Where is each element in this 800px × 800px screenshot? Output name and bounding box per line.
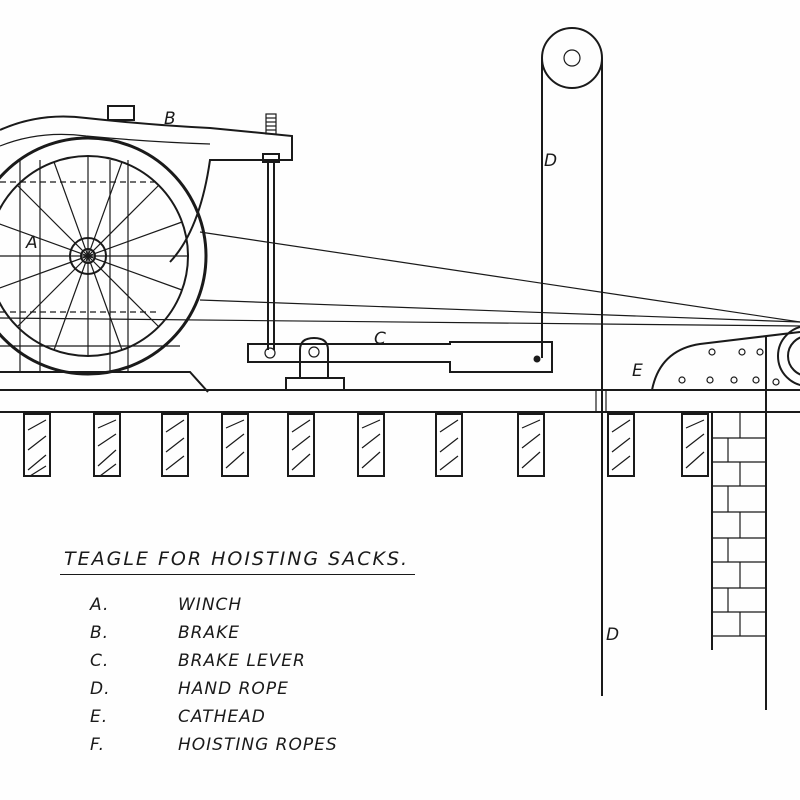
cathead-callout: E: [632, 361, 643, 381]
hand-rope-upper-callout: D: [544, 151, 557, 171]
brake-callout: B: [164, 109, 176, 129]
legend-item-key: F.: [90, 735, 105, 755]
legend-item-name: CATHEAD: [178, 707, 266, 727]
brake-lever-callout: C: [374, 329, 386, 349]
legend-item-name: HAND ROPE: [178, 679, 289, 699]
brick-wall: [711, 390, 767, 710]
hand-rope-lower-callout: D: [606, 625, 619, 645]
brake-lever: [247, 336, 553, 391]
floor: [0, 389, 800, 413]
legend-item: A. WINCH: [60, 591, 415, 619]
legend-items: A. WINCH B. BRAKE C. BRAKE LEVER D. HAND ROPE E.…: [60, 591, 415, 759]
legend: TEAGLE FOR HOISTING SACKS. A. WINCH B. BRAK…: [60, 548, 416, 759]
joists: [23, 413, 709, 477]
cathead: [651, 326, 800, 391]
legend-item-name: BRAKE LEVER: [178, 651, 306, 671]
hoisting-ropes: [0, 231, 800, 327]
legend-item-key: B.: [90, 623, 110, 643]
hand-rope: [541, 27, 603, 696]
legend-item: C. BRAKE LEVER: [60, 647, 415, 675]
legend-item-key: C.: [90, 651, 110, 671]
legend-item-key: E.: [90, 707, 109, 727]
legend-item-key: A.: [90, 595, 110, 615]
winch-callout: A: [25, 233, 38, 253]
legend-title: TEAGLE FOR HOISTING SACKS.: [60, 548, 416, 575]
legend-item: D. HAND ROPE: [60, 675, 415, 703]
legend-item-key: D.: [90, 679, 111, 699]
legend-item-name: HOISTING ROPES: [178, 735, 338, 755]
legend-item: F. HOISTING ROPES: [60, 731, 415, 759]
legend-item: B. BRAKE: [60, 619, 415, 647]
legend-item-name: BRAKE: [178, 623, 240, 643]
winch: [0, 136, 209, 393]
brake: [0, 105, 293, 350]
legend-item: E. CATHEAD: [60, 703, 415, 731]
legend-item-name: WINCH: [178, 595, 243, 615]
